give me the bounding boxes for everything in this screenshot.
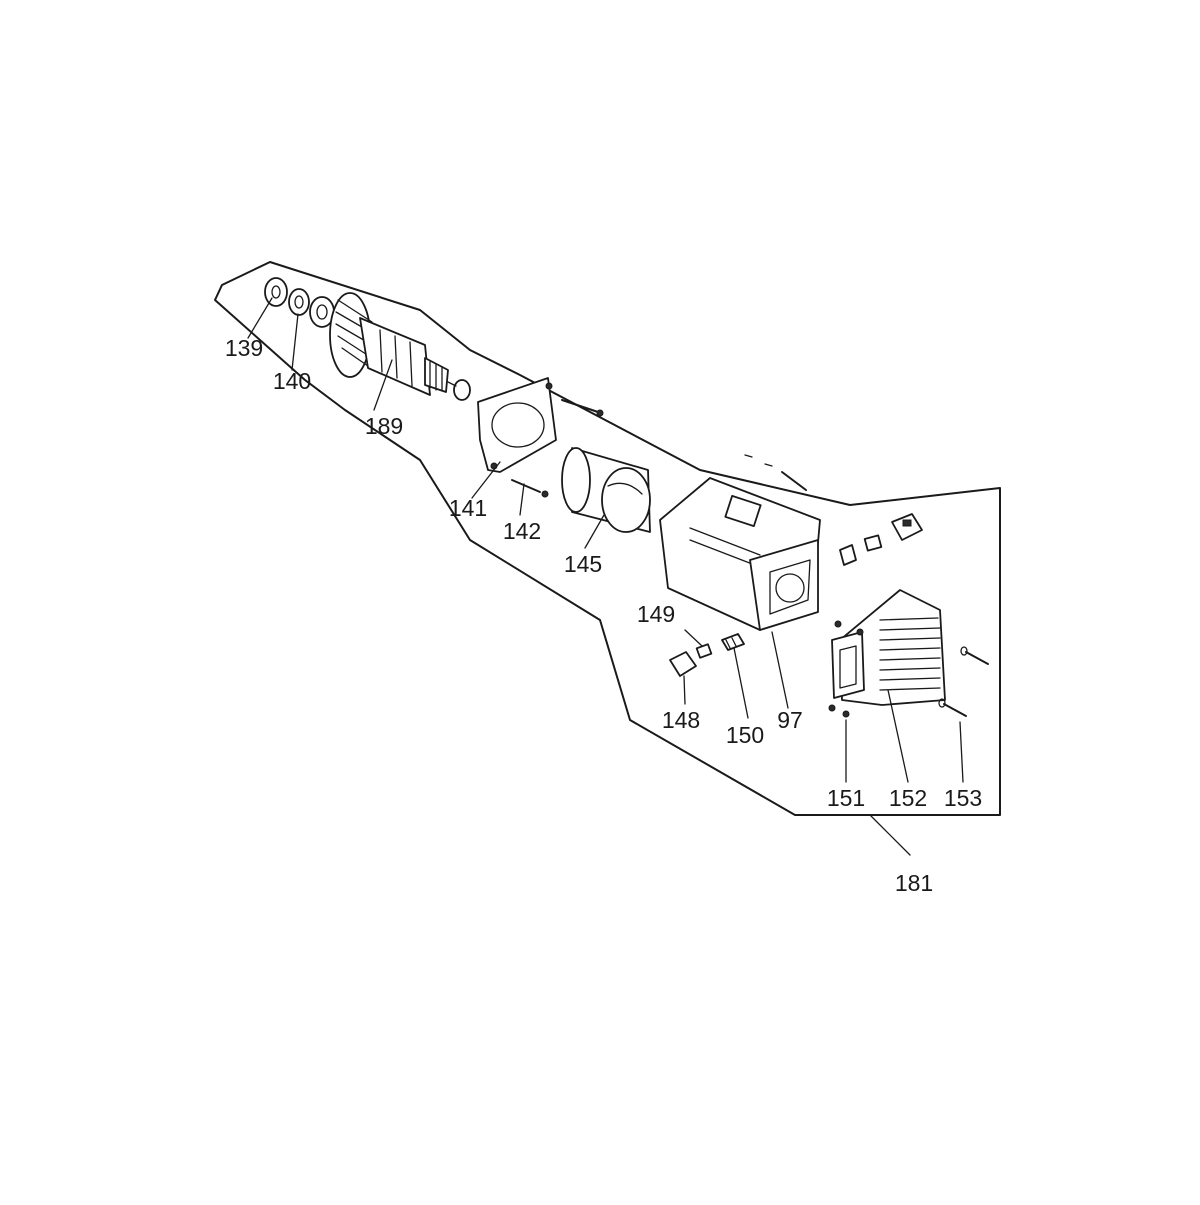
- screws-153: [938, 646, 989, 717]
- motor-housing-97: [659, 454, 821, 631]
- spring-150: [721, 633, 745, 651]
- callout-153: 153: [944, 785, 982, 811]
- stator-145: [561, 447, 651, 533]
- baffle-plate-141: [477, 377, 557, 473]
- callout-181: 181: [895, 870, 933, 896]
- brush-149: [695, 643, 713, 659]
- callout-152: 152: [889, 785, 927, 811]
- callout-189: 189: [365, 413, 403, 439]
- switch-parts: [839, 513, 923, 566]
- washer-139: [264, 277, 288, 307]
- callout-149: 149: [637, 601, 675, 627]
- armature-189: [329, 292, 471, 401]
- screws-142: [511, 399, 604, 498]
- callout-141: 141: [449, 495, 487, 521]
- brush-holder-148: [669, 651, 697, 677]
- callout-148: 148: [662, 707, 700, 733]
- callout-139: 139: [225, 335, 263, 361]
- callout-145: 145: [564, 551, 602, 577]
- callout-150: 150: [726, 722, 764, 748]
- callout-142: 142: [503, 518, 541, 544]
- washer-140: [288, 288, 310, 316]
- cover-152: [831, 589, 946, 706]
- callout-97: 97: [777, 707, 803, 733]
- callout-labels: 139 140 189 141 142 145 149 148 150 97 1…: [225, 335, 982, 896]
- leader-lines: [247, 297, 964, 783]
- callout-140: 140: [273, 368, 311, 394]
- assembly-outline: [214, 261, 1001, 856]
- callout-151: 151: [827, 785, 865, 811]
- screws-151: [828, 704, 850, 718]
